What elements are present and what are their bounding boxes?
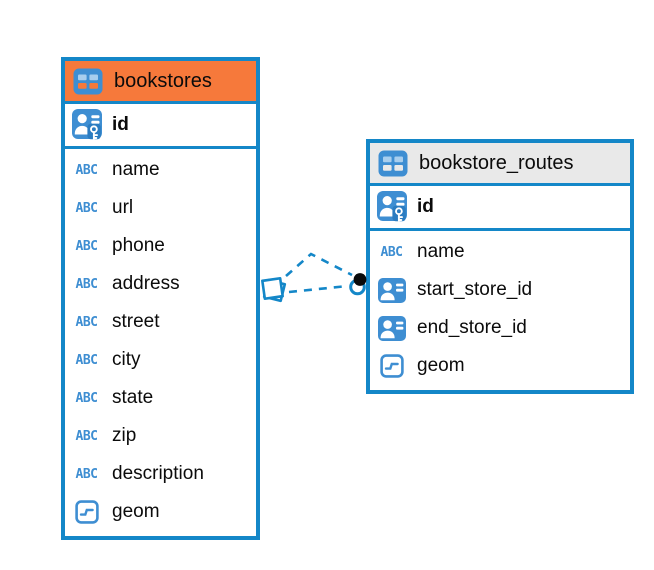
column-row[interactable]: ABC city bbox=[65, 341, 256, 379]
column-name: address bbox=[112, 273, 180, 294]
column-row[interactable]: ABC phone bbox=[65, 227, 256, 265]
column-name: url bbox=[112, 197, 134, 218]
text-type-icon: ABC bbox=[75, 390, 98, 406]
text-type-icon: ABC bbox=[75, 238, 98, 254]
column-name: phone bbox=[112, 235, 165, 256]
column-list: ABC name start_store_id bbox=[370, 231, 630, 390]
table-name: bookstores bbox=[114, 69, 212, 92]
relationship-target-marker bbox=[349, 273, 367, 296]
text-type-icon: ABC bbox=[75, 428, 98, 444]
reference-key-icon bbox=[376, 277, 407, 303]
geometry-type-icon bbox=[71, 500, 102, 524]
column-name: description bbox=[112, 463, 204, 484]
column-row[interactable]: ABC name bbox=[65, 151, 256, 189]
column-list: ABC name ABC url ABC phone ABC address A… bbox=[65, 149, 256, 536]
text-type-icon: ABC bbox=[75, 466, 98, 482]
text-type-icon: ABC bbox=[75, 162, 98, 178]
column-row-id[interactable]: id bbox=[65, 104, 256, 149]
text-type-icon: ABC bbox=[75, 314, 98, 330]
relationship-source-marker bbox=[261, 277, 287, 303]
column-name: zip bbox=[112, 425, 137, 446]
column-name: id bbox=[112, 114, 129, 135]
primary-key-icon bbox=[71, 108, 102, 142]
column-name: end_store_id bbox=[417, 317, 527, 338]
column-name: name bbox=[112, 159, 160, 180]
text-type-icon: ABC bbox=[380, 244, 403, 260]
table-icon bbox=[377, 150, 408, 177]
text-type-icon: ABC bbox=[75, 352, 98, 368]
column-row[interactable]: end_store_id bbox=[370, 309, 630, 347]
column-name: geom bbox=[417, 355, 465, 376]
column-row[interactable]: ABC street bbox=[65, 303, 256, 341]
entity-bookstore-routes-header[interactable]: bookstore_routes bbox=[370, 143, 630, 186]
table-name: bookstore_routes bbox=[419, 151, 574, 174]
entity-bookstores[interactable]: bookstores id A bbox=[61, 57, 260, 540]
column-row[interactable]: geom bbox=[370, 347, 630, 385]
column-name: state bbox=[112, 387, 154, 408]
text-type-icon: ABC bbox=[75, 200, 98, 216]
column-row[interactable]: start_store_id bbox=[370, 271, 630, 309]
relationship-line-upper[interactable] bbox=[285, 252, 353, 277]
column-name: geom bbox=[112, 501, 160, 522]
entity-bookstores-header[interactable]: bookstores bbox=[65, 61, 256, 104]
table-icon bbox=[72, 68, 103, 95]
column-row[interactable]: ABC address bbox=[65, 265, 256, 303]
column-name: name bbox=[417, 241, 465, 262]
column-name: start_store_id bbox=[417, 279, 533, 300]
column-row[interactable]: ABC zip bbox=[65, 417, 256, 455]
column-name: street bbox=[112, 311, 160, 332]
column-row[interactable]: ABC url bbox=[65, 189, 256, 227]
column-row-id[interactable]: id bbox=[370, 186, 630, 231]
entity-bookstore-routes[interactable]: bookstore_routes id bbox=[366, 139, 634, 394]
geometry-type-icon bbox=[376, 354, 407, 378]
column-row[interactable]: geom bbox=[65, 493, 256, 531]
column-row[interactable]: ABC state bbox=[65, 379, 256, 417]
primary-key-icon bbox=[376, 190, 407, 224]
text-type-icon: ABC bbox=[75, 276, 98, 292]
reference-key-icon bbox=[376, 315, 407, 341]
column-row[interactable]: ABC name bbox=[370, 233, 630, 271]
column-name: city bbox=[112, 349, 141, 370]
relationship-line-lower[interactable] bbox=[288, 284, 349, 294]
column-name: id bbox=[417, 196, 434, 217]
column-row[interactable]: ABC description bbox=[65, 455, 256, 493]
